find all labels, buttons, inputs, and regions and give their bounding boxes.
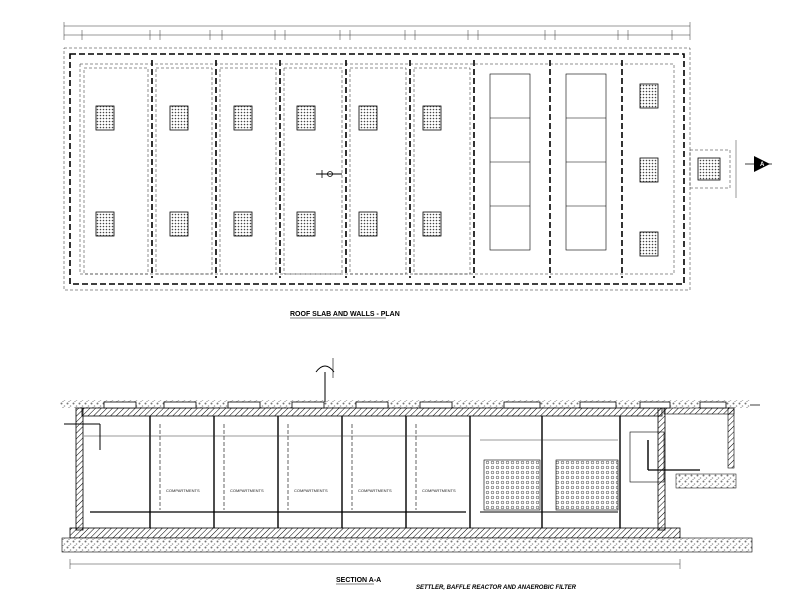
- compartment-label-3: COMPARTMENTS: [294, 488, 328, 493]
- inlet-pipe: [64, 423, 101, 450]
- compartment-label-1: COMPARTMENTS: [166, 488, 200, 493]
- outlet-chamber: [629, 401, 737, 489]
- section-subtitle: SETTLER, BAFFLE REACTOR AND ANAEROBIC FI…: [416, 585, 577, 591]
- plan-view: A ROOF SLAB AND WALLS - PLAN: [63, 22, 772, 319]
- compartment-label-5: COMPARTMENTS: [422, 488, 456, 493]
- section-view: COMPARTMENTS COMPARTMENTS COMPARTMENTS C…: [60, 358, 760, 591]
- section-marker-label: A: [760, 162, 765, 168]
- filter-media: [480, 439, 619, 513]
- plan-filter-grid: [489, 73, 607, 251]
- section-structure: [61, 401, 753, 553]
- plan-compartment-walls: [151, 60, 623, 278]
- plan-title: ROOF SLAB AND WALLS - PLAN: [290, 311, 400, 318]
- compartment-label-4: COMPARTMENTS: [358, 488, 392, 493]
- section-baffle-walls: [149, 416, 621, 528]
- section-title: SECTION A-A: [336, 577, 381, 584]
- section-bottom-dimension: [69, 559, 681, 569]
- compartment-labels: COMPARTMENTS COMPARTMENTS COMPARTMENTS C…: [166, 488, 456, 493]
- section-vent-pipe: [315, 358, 335, 402]
- plan-top-dimensions: [63, 22, 691, 40]
- plan-manhole-covers: [95, 83, 659, 257]
- compartment-label-2: COMPARTMENTS: [230, 488, 264, 493]
- vent-pipe-symbol: [316, 170, 342, 178]
- section-marker-a: A: [689, 140, 772, 198]
